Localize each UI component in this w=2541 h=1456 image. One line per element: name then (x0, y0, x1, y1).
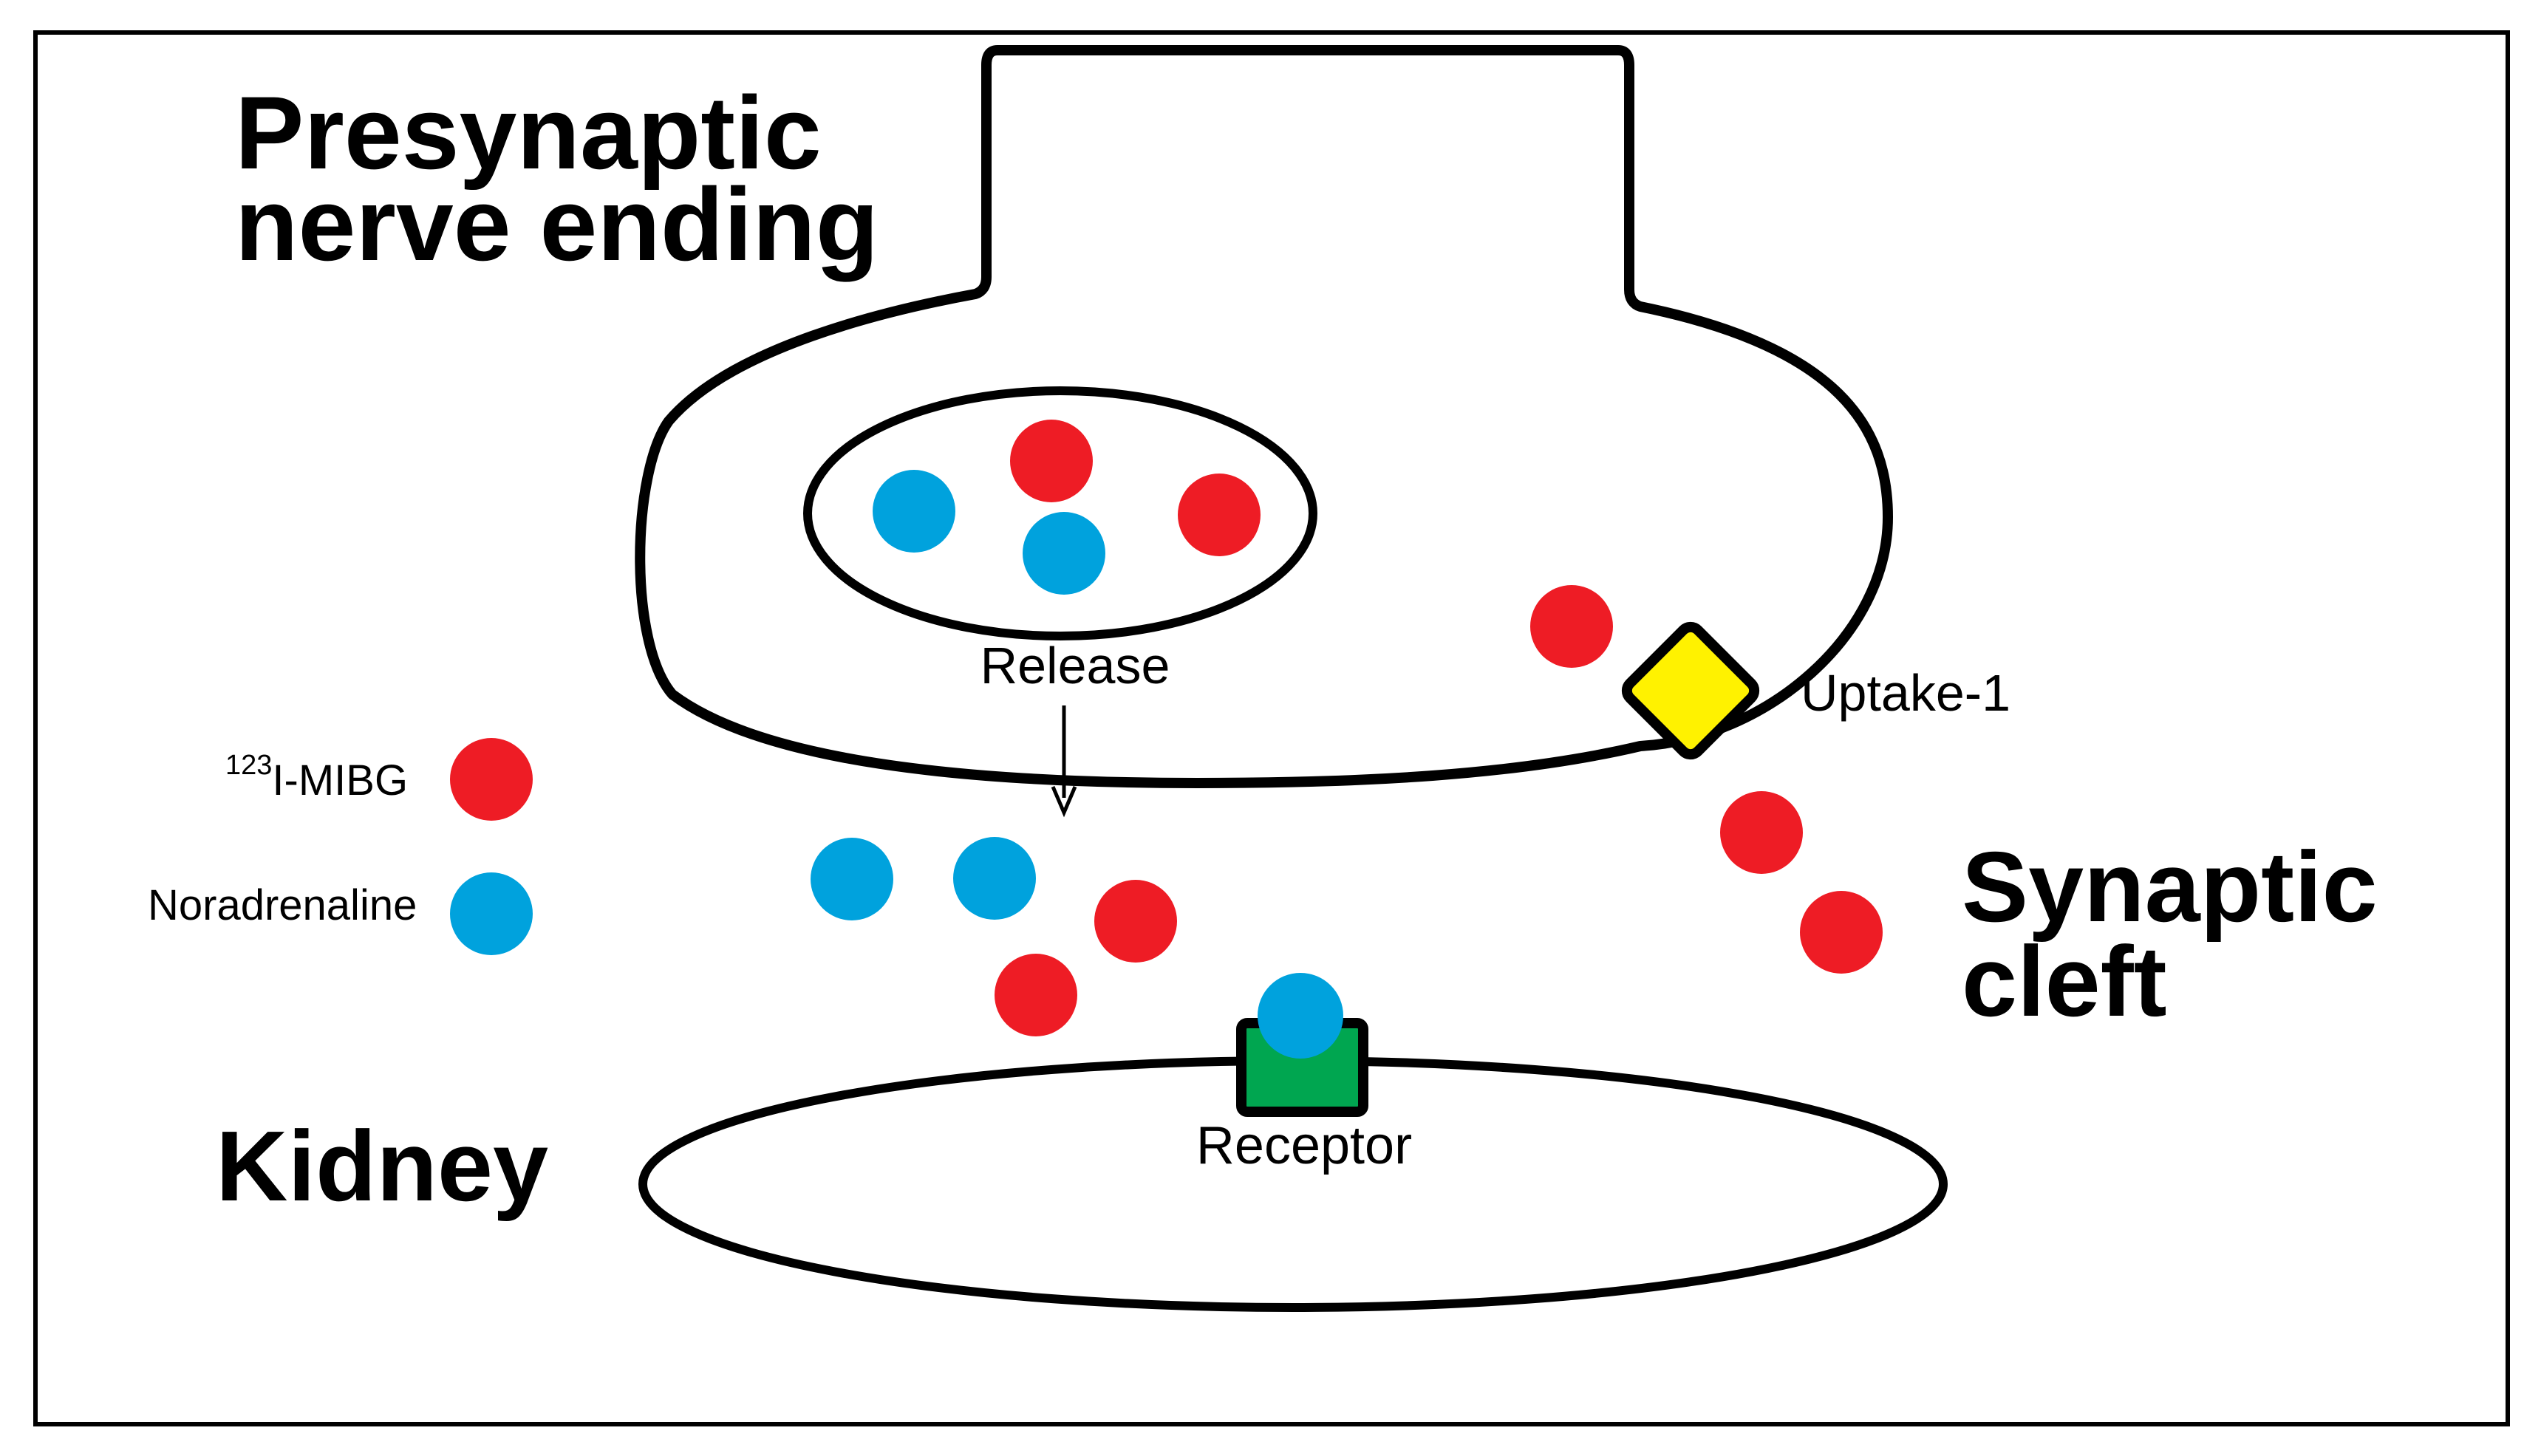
presynaptic-terminal-outline (635, 45, 1893, 788)
release-label: Release (980, 637, 1170, 694)
noradrenaline-molecule (873, 470, 955, 553)
mibg-molecule (995, 954, 1077, 1036)
presynaptic-title-line-2: nerve ending (235, 166, 879, 282)
release-arrowhead (1051, 786, 1077, 818)
uptake-1-transporter (1621, 621, 1760, 760)
noradrenaline-molecule (811, 838, 893, 920)
noradrenaline-molecule (953, 837, 1036, 920)
legend-mibg-superscript: 123 (225, 750, 272, 781)
kidney-title: Kidney (216, 1110, 548, 1222)
presynaptic-title-line-1: Presynaptic (235, 75, 822, 191)
legend-noradrenaline-swatch (450, 872, 533, 955)
legend-mibg-swatch (450, 738, 533, 821)
noradrenaline-molecule (1023, 512, 1105, 595)
mibg-molecule (1720, 791, 1803, 874)
mibg-molecule (1530, 585, 1613, 668)
legend-mibg-label: 123I-MIBG (225, 750, 408, 804)
mibg-molecule (1094, 880, 1177, 963)
legend-mibg-text: I-MIBG (272, 756, 408, 804)
uptake-label: Uptake-1 (1801, 664, 2010, 722)
mibg-molecule (1010, 420, 1093, 502)
mibg-molecule (1800, 891, 1883, 974)
noradrenaline-bound-molecule (1258, 973, 1343, 1059)
mibg-molecule (1178, 474, 1261, 556)
legend-noradrenaline-label: Noradrenaline (148, 881, 417, 929)
figure-frame (33, 30, 2510, 1426)
synaptic-cleft-title-line-1: Synaptic (1962, 831, 2378, 943)
synaptic-cleft-title-line-2: cleft (1962, 926, 2167, 1037)
synaptic-vesicle (803, 386, 1317, 640)
receptor-label: Receptor (1196, 1116, 1412, 1175)
